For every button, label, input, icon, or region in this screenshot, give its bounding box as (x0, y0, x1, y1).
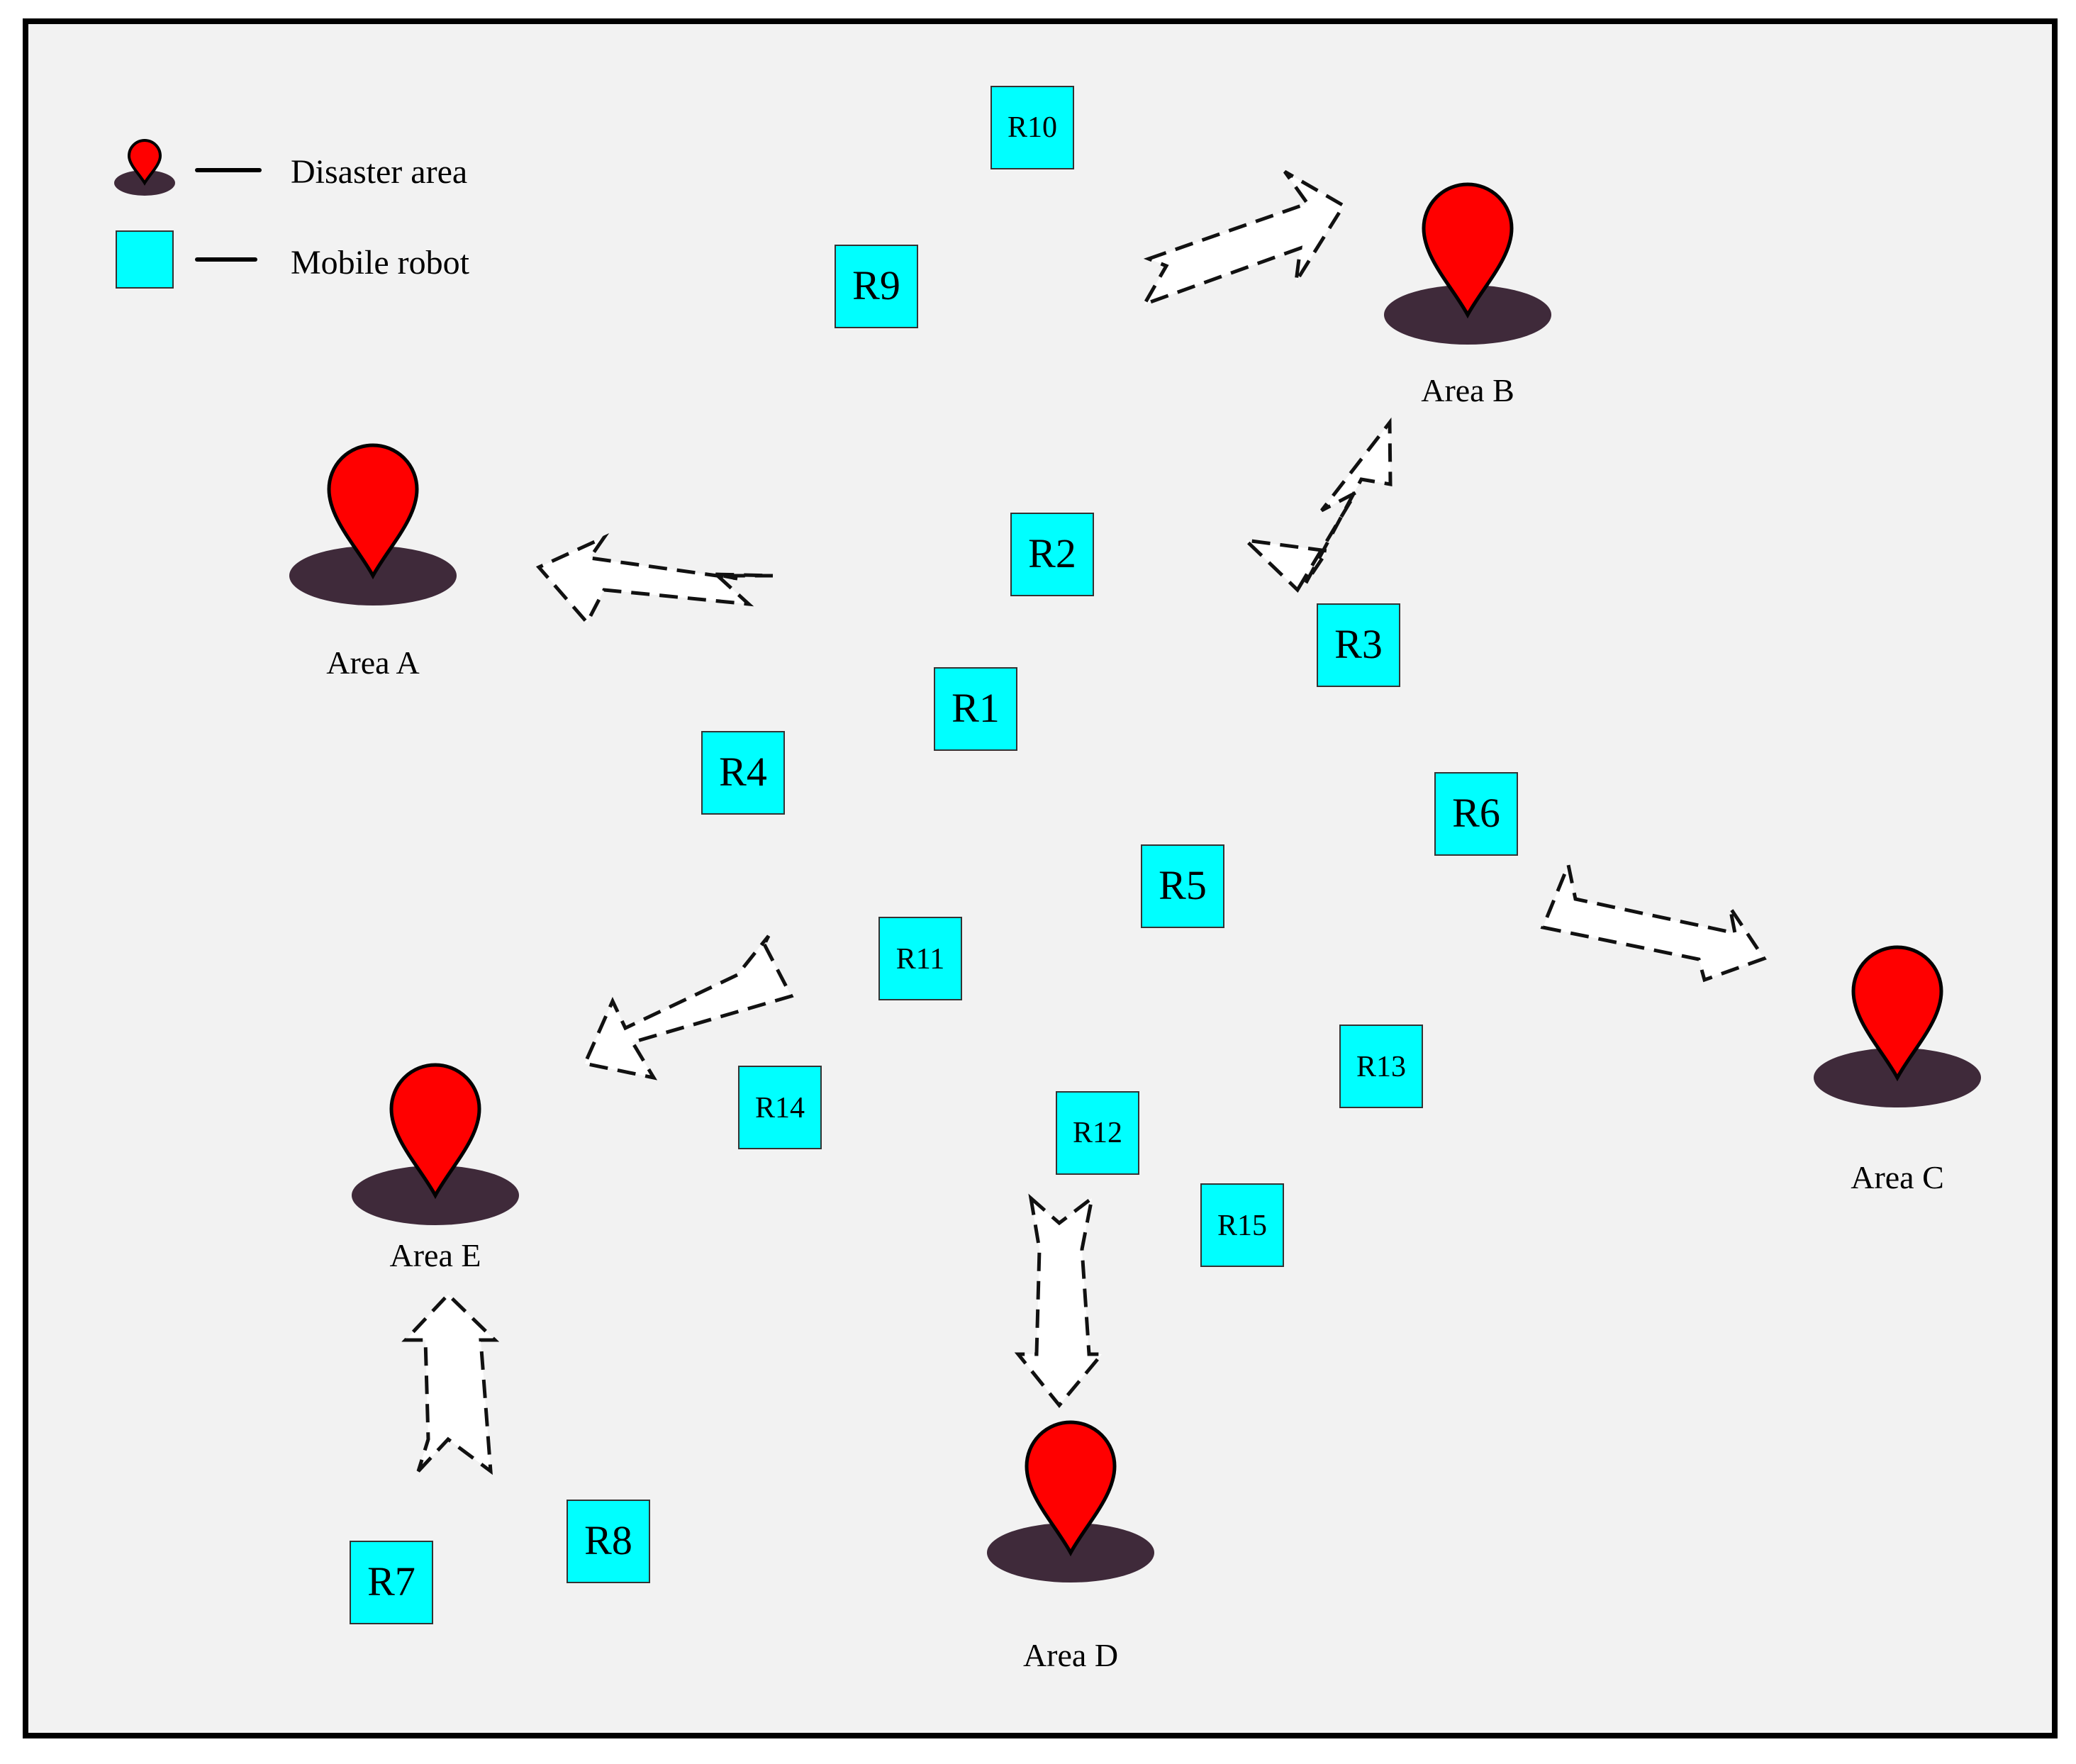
robot-label: R9 (852, 262, 900, 308)
robot-label: R10 (1008, 111, 1057, 144)
dashed-arrow-icon (1014, 1193, 1106, 1408)
robot-r8: R8 (567, 1500, 650, 1583)
robot-label: R12 (1073, 1117, 1122, 1149)
robot-label: R15 (1217, 1210, 1267, 1242)
robot-box (1339, 1025, 1423, 1108)
area-label: Area E (390, 1237, 481, 1273)
robot-r4: R4 (701, 731, 785, 815)
area-label: Area A (326, 644, 420, 681)
robot-box (934, 667, 1017, 751)
robot-box (990, 86, 1074, 169)
robot-box (1317, 603, 1400, 687)
robot-box (738, 1066, 822, 1149)
robot-label: R14 (755, 1092, 805, 1124)
robot-r2: R2 (1010, 513, 1094, 596)
robot-r3: R3 (1317, 603, 1400, 687)
dashed-arrow-icon (1240, 417, 1393, 593)
robot-box (1434, 772, 1518, 856)
robots: R1 R2 R3 R4 R5 R6 R7 R8 (350, 86, 1518, 1624)
robot-r14: R14 (738, 1066, 822, 1149)
robot-box (835, 245, 918, 328)
robot-label: R4 (719, 749, 767, 795)
robot-r11: R11 (878, 917, 962, 1000)
area-label: Area B (1421, 372, 1514, 408)
area-c: Area C (1814, 947, 1981, 1195)
dashed-arrow-icon (582, 934, 794, 1081)
area-e: Area E (352, 1065, 519, 1273)
legend-robot-icon (116, 230, 174, 289)
robot-box (1010, 513, 1094, 596)
robot-r1: R1 (934, 667, 1017, 751)
robot-box (1056, 1091, 1139, 1175)
robot-label: R8 (584, 1517, 632, 1563)
robot-label: R13 (1356, 1051, 1406, 1083)
legend: Disaster area Mobile robot (114, 139, 470, 289)
robot-r13: R13 (1339, 1025, 1423, 1108)
robot-box (1141, 844, 1224, 928)
dashed-arrow-icon (1140, 169, 1346, 308)
area-b: Area B (1384, 184, 1551, 408)
robot-r12: R12 (1056, 1091, 1139, 1175)
robot-r6: R6 (1434, 772, 1518, 856)
legend-robot-label: Mobile robot (291, 244, 470, 281)
area-a: Area A (289, 445, 457, 681)
area-label: Area D (1023, 1637, 1118, 1673)
robot-box (567, 1500, 650, 1583)
robot-box (1200, 1183, 1284, 1267)
robot-r9: R9 (835, 245, 918, 328)
dashed-arrow-icon (401, 1292, 500, 1475)
disaster-areas: Area A Area B Area C Area D Area E (289, 184, 1981, 1673)
robot-label: R3 (1334, 621, 1383, 667)
robot-r7: R7 (350, 1541, 433, 1624)
legend-disaster-label: Disaster area (291, 153, 467, 191)
robot-label: R1 (951, 685, 1000, 731)
robot-label: R11 (896, 943, 944, 976)
robot-r5: R5 (1141, 844, 1224, 928)
robot-r15: R15 (1200, 1183, 1284, 1267)
robot-r10: R10 (990, 86, 1074, 169)
robot-label: R5 (1159, 862, 1207, 908)
robot-label: R2 (1028, 530, 1076, 576)
legend-disaster-icon (114, 139, 175, 196)
area-label: Area C (1851, 1159, 1944, 1195)
dashed-arrow-icon (535, 532, 774, 626)
dashed-arrow-icon (1540, 859, 1767, 983)
robot-box (878, 917, 962, 1000)
robot-box (350, 1541, 433, 1624)
arrows (401, 169, 1767, 1475)
robot-label: R7 (367, 1558, 415, 1604)
robot-box (701, 731, 785, 815)
area-d: Area D (987, 1422, 1154, 1673)
robot-label: R6 (1452, 790, 1500, 836)
